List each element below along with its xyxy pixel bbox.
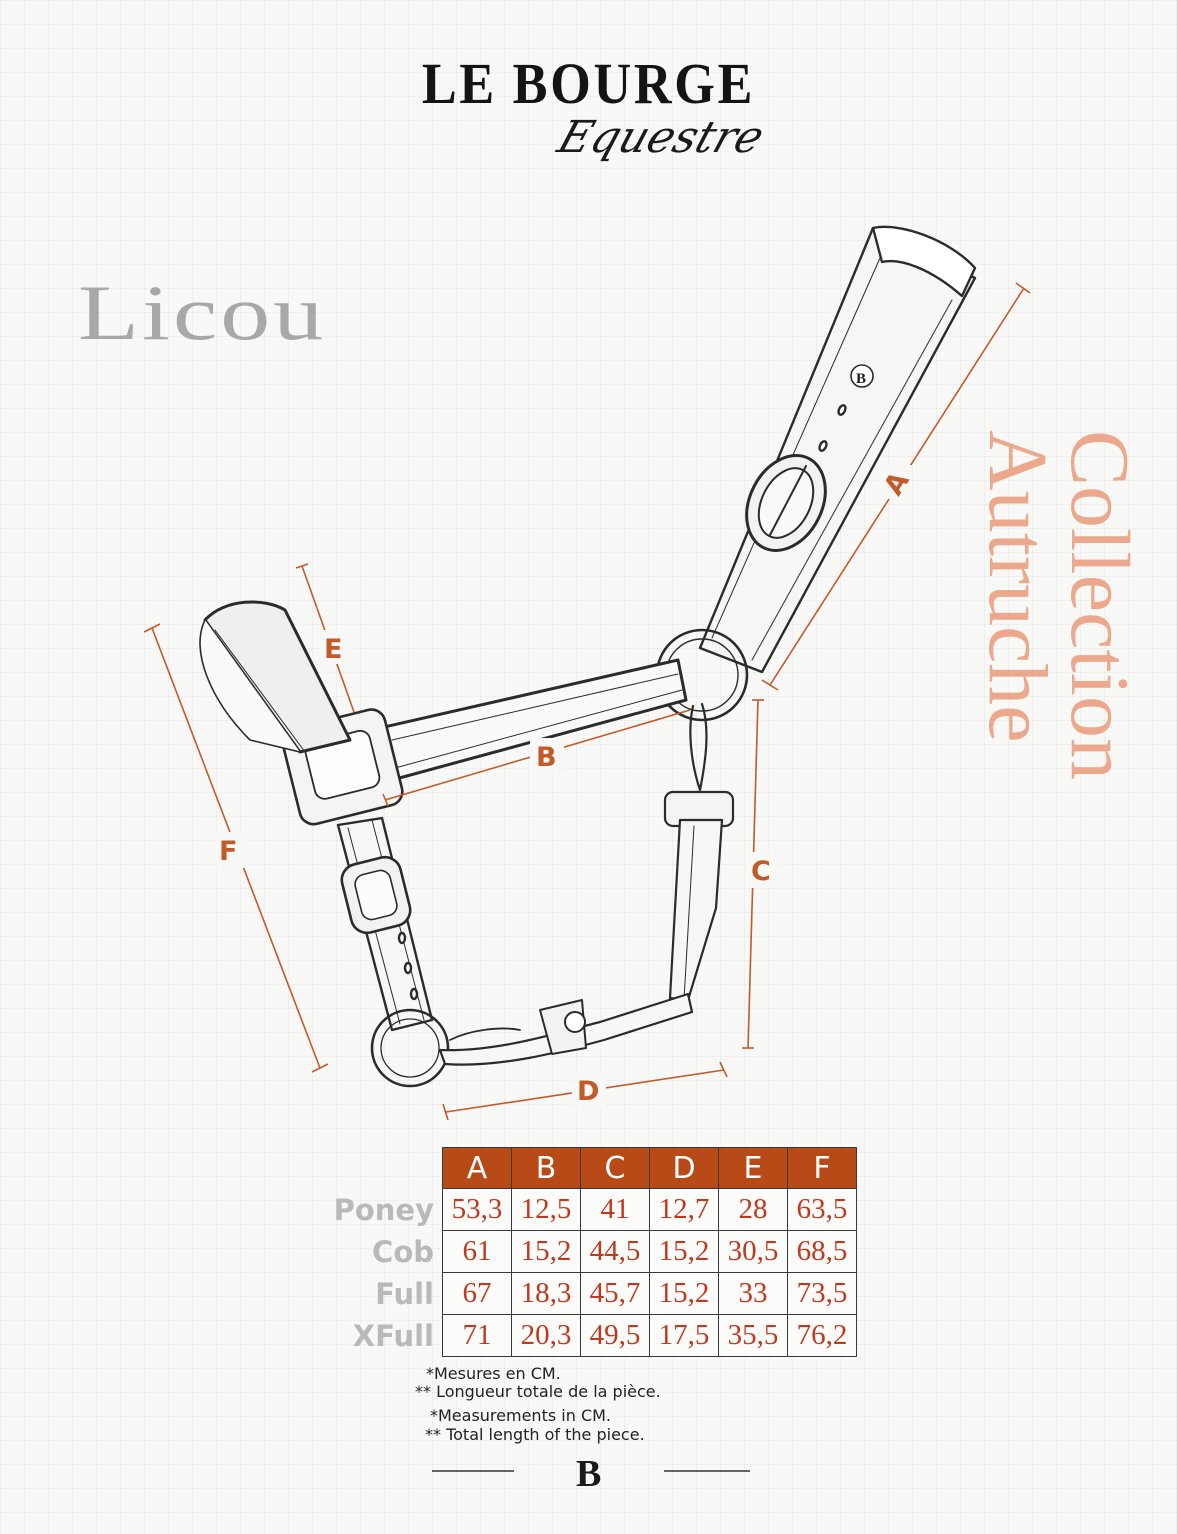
table-cell: 28 <box>718 1188 788 1231</box>
table-corner <box>306 1148 443 1189</box>
column-header-c: C <box>580 1147 650 1189</box>
table-cell: 20,3 <box>511 1314 581 1357</box>
row-label: Cob <box>372 1234 434 1269</box>
note-fr-1: *Mesures en CM. <box>426 1364 561 1383</box>
chin-strap <box>438 992 694 1066</box>
size-table: A B C D E F Poney 53,3 12,5 41 12,7 28 6… <box>306 1147 857 1357</box>
note-en-2: ** Total length of the piece. <box>425 1425 645 1444</box>
table-cell: 35,5 <box>718 1314 788 1357</box>
poll-strap <box>203 600 352 754</box>
right-lower-strap <box>668 818 724 1002</box>
note-en-1: *Measurements in CM. <box>430 1406 611 1425</box>
table-cell: 63,5 <box>787 1188 857 1231</box>
table-cell: 67 <box>442 1272 512 1315</box>
note-fr-2: ** Longueur totale de la pièce. <box>415 1382 661 1401</box>
footer-monogram: B <box>576 1453 601 1495</box>
table-row: XFull 71 20,3 49,5 17,5 35,5 76,2 <box>306 1314 857 1357</box>
size-table-header: A B C D E F <box>306 1147 857 1189</box>
table-cell: 18,3 <box>511 1272 581 1315</box>
table-cell: 49,5 <box>580 1314 650 1357</box>
product-title: Licou <box>78 269 327 357</box>
crownpiece-strap <box>698 226 977 674</box>
dimension-label-e: E <box>324 634 342 665</box>
column-header-a: A <box>442 1147 512 1189</box>
row-label: XFull <box>352 1318 434 1353</box>
table-cell: 33 <box>718 1272 788 1315</box>
table-cell: 15,2 <box>511 1230 581 1273</box>
dimension-label-c: C <box>751 856 771 887</box>
logo-badge <box>850 364 874 388</box>
table-cell: 45,7 <box>580 1272 650 1315</box>
brand-name: LE BOURGE <box>421 51 756 116</box>
column-header-b: B <box>511 1147 581 1189</box>
dimension-label-b: B <box>536 742 557 773</box>
table-cell: 76,2 <box>787 1314 857 1357</box>
table-cell: 53,3 <box>442 1188 512 1231</box>
table-cell: 15,2 <box>649 1272 719 1315</box>
table-row: Cob 61 15,2 44,5 15,2 30,5 68,5 <box>306 1230 857 1273</box>
table-cell: 61 <box>442 1230 512 1273</box>
dimension-label-f: F <box>219 836 237 867</box>
dimension-label-d: D <box>577 1076 599 1107</box>
row-label: Poney <box>333 1192 434 1227</box>
table-cell: 44,5 <box>580 1230 650 1273</box>
table-cell: 12,5 <box>511 1188 581 1231</box>
row-label: Full <box>375 1276 434 1311</box>
table-cell: 41 <box>580 1188 650 1231</box>
table-cell: 15,2 <box>649 1230 719 1273</box>
table-cell: 73,5 <box>787 1272 857 1315</box>
column-header-d: D <box>649 1147 719 1189</box>
table-cell: 68,5 <box>787 1230 857 1273</box>
table-cell: 17,5 <box>649 1314 719 1357</box>
table-row: Full 67 18,3 45,7 15,2 33 73,5 <box>306 1272 857 1315</box>
table-cell: 30,5 <box>718 1230 788 1273</box>
table-row: Poney 53,3 12,5 41 12,7 28 63,5 <box>306 1188 857 1231</box>
column-header-e: E <box>718 1147 788 1189</box>
crownpiece-tip <box>871 225 977 298</box>
left-bottom-ring <box>370 1008 450 1088</box>
svg-text:B: B <box>856 371 866 387</box>
table-cell: 71 <box>442 1314 512 1357</box>
column-header-f: F <box>787 1147 857 1189</box>
table-cell: 12,7 <box>649 1188 719 1231</box>
